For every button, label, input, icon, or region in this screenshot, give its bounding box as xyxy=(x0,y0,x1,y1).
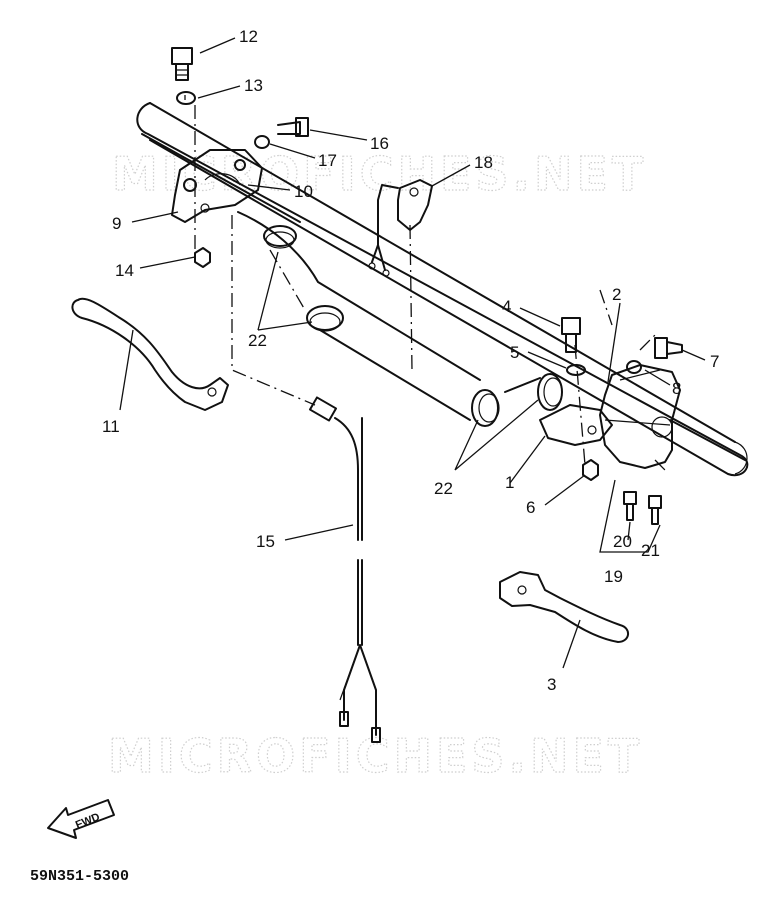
callout-22-right: 22 xyxy=(434,479,453,498)
callout-6: 6 xyxy=(526,498,535,517)
screw-20 xyxy=(623,491,637,521)
assembly-line xyxy=(184,95,196,250)
lever-right xyxy=(499,571,629,643)
callout-18: 18 xyxy=(474,153,493,172)
fwd-label: FWD xyxy=(74,811,102,832)
nut-6 xyxy=(582,459,599,481)
screw-7 xyxy=(654,337,683,359)
assembly-line xyxy=(654,459,666,471)
bolt-16 xyxy=(277,117,309,137)
callout-22-left: 22 xyxy=(248,331,267,350)
clamp-band-4 xyxy=(537,373,563,411)
callout-19: 19 xyxy=(604,567,623,586)
callout-3: 3 xyxy=(547,675,556,694)
callout-17: 17 xyxy=(318,151,337,170)
screw-21 xyxy=(648,495,662,525)
watermark-bottom: MICROFICHES.NET xyxy=(108,729,643,783)
callout-13: 13 xyxy=(244,76,263,95)
clamp-band-1 xyxy=(263,225,297,249)
nut-14 xyxy=(194,247,211,268)
bolt-4 xyxy=(561,317,581,353)
washer-5 xyxy=(566,364,586,376)
assembly-line xyxy=(269,249,306,311)
callout-9: 9 xyxy=(112,214,121,233)
callout-11: 11 xyxy=(102,417,120,436)
callout-8: 8 xyxy=(672,379,681,398)
callout-14: 14 xyxy=(115,261,134,280)
assembly-line xyxy=(639,334,656,351)
washer-13 xyxy=(176,91,196,105)
callout-10: 10 xyxy=(294,182,313,201)
leader-lines xyxy=(119,37,706,669)
fwd-arrow-icon: FWD xyxy=(47,799,115,839)
callout-12: 12 xyxy=(239,27,258,46)
diagram-code: 59N351-5300 xyxy=(30,868,129,885)
lever-holder-left xyxy=(171,149,263,223)
callout-4: 4 xyxy=(502,297,511,316)
callout-20: 20 xyxy=(613,532,632,551)
callout-21: 21 xyxy=(641,541,660,560)
clamp-band-3 xyxy=(471,389,500,427)
assembly-line xyxy=(231,215,316,406)
clamp-band-2 xyxy=(306,305,344,332)
assembly-line xyxy=(599,289,613,326)
washer-8 xyxy=(626,360,642,374)
assembly-line xyxy=(409,224,413,371)
bracket-1 xyxy=(539,404,613,446)
cable-15 xyxy=(308,396,381,743)
handlebar xyxy=(136,102,749,477)
callout-1: 1 xyxy=(505,473,514,492)
washer-17 xyxy=(254,135,270,149)
switch-18 xyxy=(368,179,433,277)
callout-15: 15 xyxy=(256,532,275,551)
switch-housing-2 xyxy=(599,364,681,469)
bolt-12 xyxy=(171,47,193,81)
assembly-line xyxy=(574,344,586,466)
lever-left xyxy=(71,297,229,411)
callout-5: 5 xyxy=(510,343,519,362)
callout-2: 2 xyxy=(612,285,621,304)
callout-16: 16 xyxy=(370,134,389,153)
callout-7: 7 xyxy=(710,352,719,371)
